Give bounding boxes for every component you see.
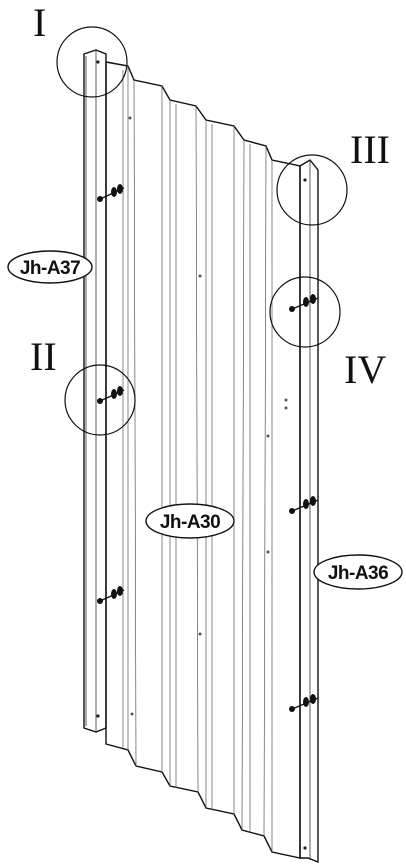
part-tag-panel: Jh-A30 — [145, 503, 235, 539]
detail-circle-i — [56, 26, 128, 98]
left-post — [83, 49, 107, 733]
corrugated-panel — [105, 61, 301, 859]
bolt-right-lower — [289, 694, 319, 712]
part-label-panel: Jh-A30 — [160, 512, 220, 533]
callout-label-iii: III — [350, 127, 390, 172]
detail-circle-iv — [269, 276, 341, 348]
detail-circle-iii — [276, 154, 348, 226]
bolt-left-middle — [97, 386, 125, 404]
bolt-left-upper — [97, 184, 125, 202]
callout-label-i: I — [33, 0, 46, 45]
right-post — [299, 159, 319, 864]
part-label-right-post: Jh-A36 — [328, 563, 388, 584]
part-label-left-post: Jh-A37 — [20, 258, 80, 279]
callout-label-iv: IV — [344, 347, 386, 392]
detail-circle-ii — [64, 364, 136, 436]
bolt-right-middle — [289, 496, 319, 514]
part-tag-left-post: Jh-A37 — [7, 250, 93, 284]
callout-label-ii: II — [30, 334, 57, 379]
bolt-right-upper — [289, 294, 319, 312]
part-tag-right-post: Jh-A36 — [313, 554, 403, 590]
bolt-left-lower — [97, 586, 125, 604]
